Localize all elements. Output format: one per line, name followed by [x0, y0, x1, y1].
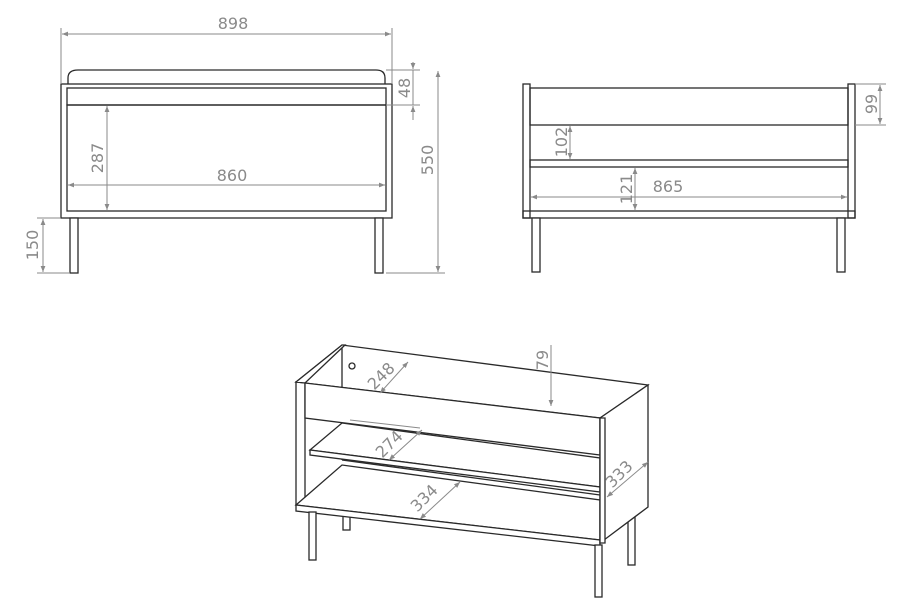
iso-right-front-edge [599, 417, 606, 544]
dim-79: 79 [533, 345, 554, 406]
hole-icon [348, 362, 356, 370]
dim-label: 79 [533, 350, 552, 370]
front-body [60, 83, 393, 219]
dim-label: 121 [617, 174, 636, 205]
dim-150: 150 [23, 217, 70, 274]
dim-121: 121 [617, 168, 638, 210]
iso-view: 248 79 274 334 333 [294, 344, 650, 598]
dim-898: 898 [60, 14, 393, 84]
dim-label: 898 [218, 14, 249, 33]
dim-48: 48 [386, 62, 420, 120]
dim-550: 550 [386, 71, 445, 274]
dim-label: 48 [395, 78, 414, 98]
dim-102: 102 [552, 126, 573, 159]
dim-287: 287 [88, 106, 110, 210]
leg-front-right [594, 544, 603, 598]
iso-left-side-top [294, 344, 347, 384]
back-bottom [522, 210, 856, 219]
leg-right [374, 217, 384, 274]
leg-right [836, 217, 846, 273]
leg-front-left [308, 511, 317, 561]
front-opening [66, 104, 387, 212]
back-shelf [529, 159, 849, 168]
back-top-panel [529, 87, 849, 126]
back-view: 99 102 121 865 [522, 83, 886, 273]
side-post-right [847, 83, 856, 219]
dim-label: 865 [653, 177, 684, 196]
dim-865: 865 [531, 177, 847, 200]
leg-left [69, 217, 79, 274]
dim-label: 287 [88, 143, 107, 174]
front-view: 898 287 860 48 550 150 [23, 14, 445, 274]
dim-label: 150 [23, 230, 42, 261]
dim-label: 99 [862, 94, 881, 114]
leg-left [531, 217, 541, 273]
iso-left-side [295, 381, 306, 506]
dim-label: 102 [552, 127, 571, 158]
dim-label: 550 [418, 145, 437, 176]
dim-label: 860 [217, 166, 248, 185]
dim-860: 860 [68, 166, 385, 188]
dim-99: 99 [855, 83, 886, 126]
side-post-left [522, 83, 531, 219]
